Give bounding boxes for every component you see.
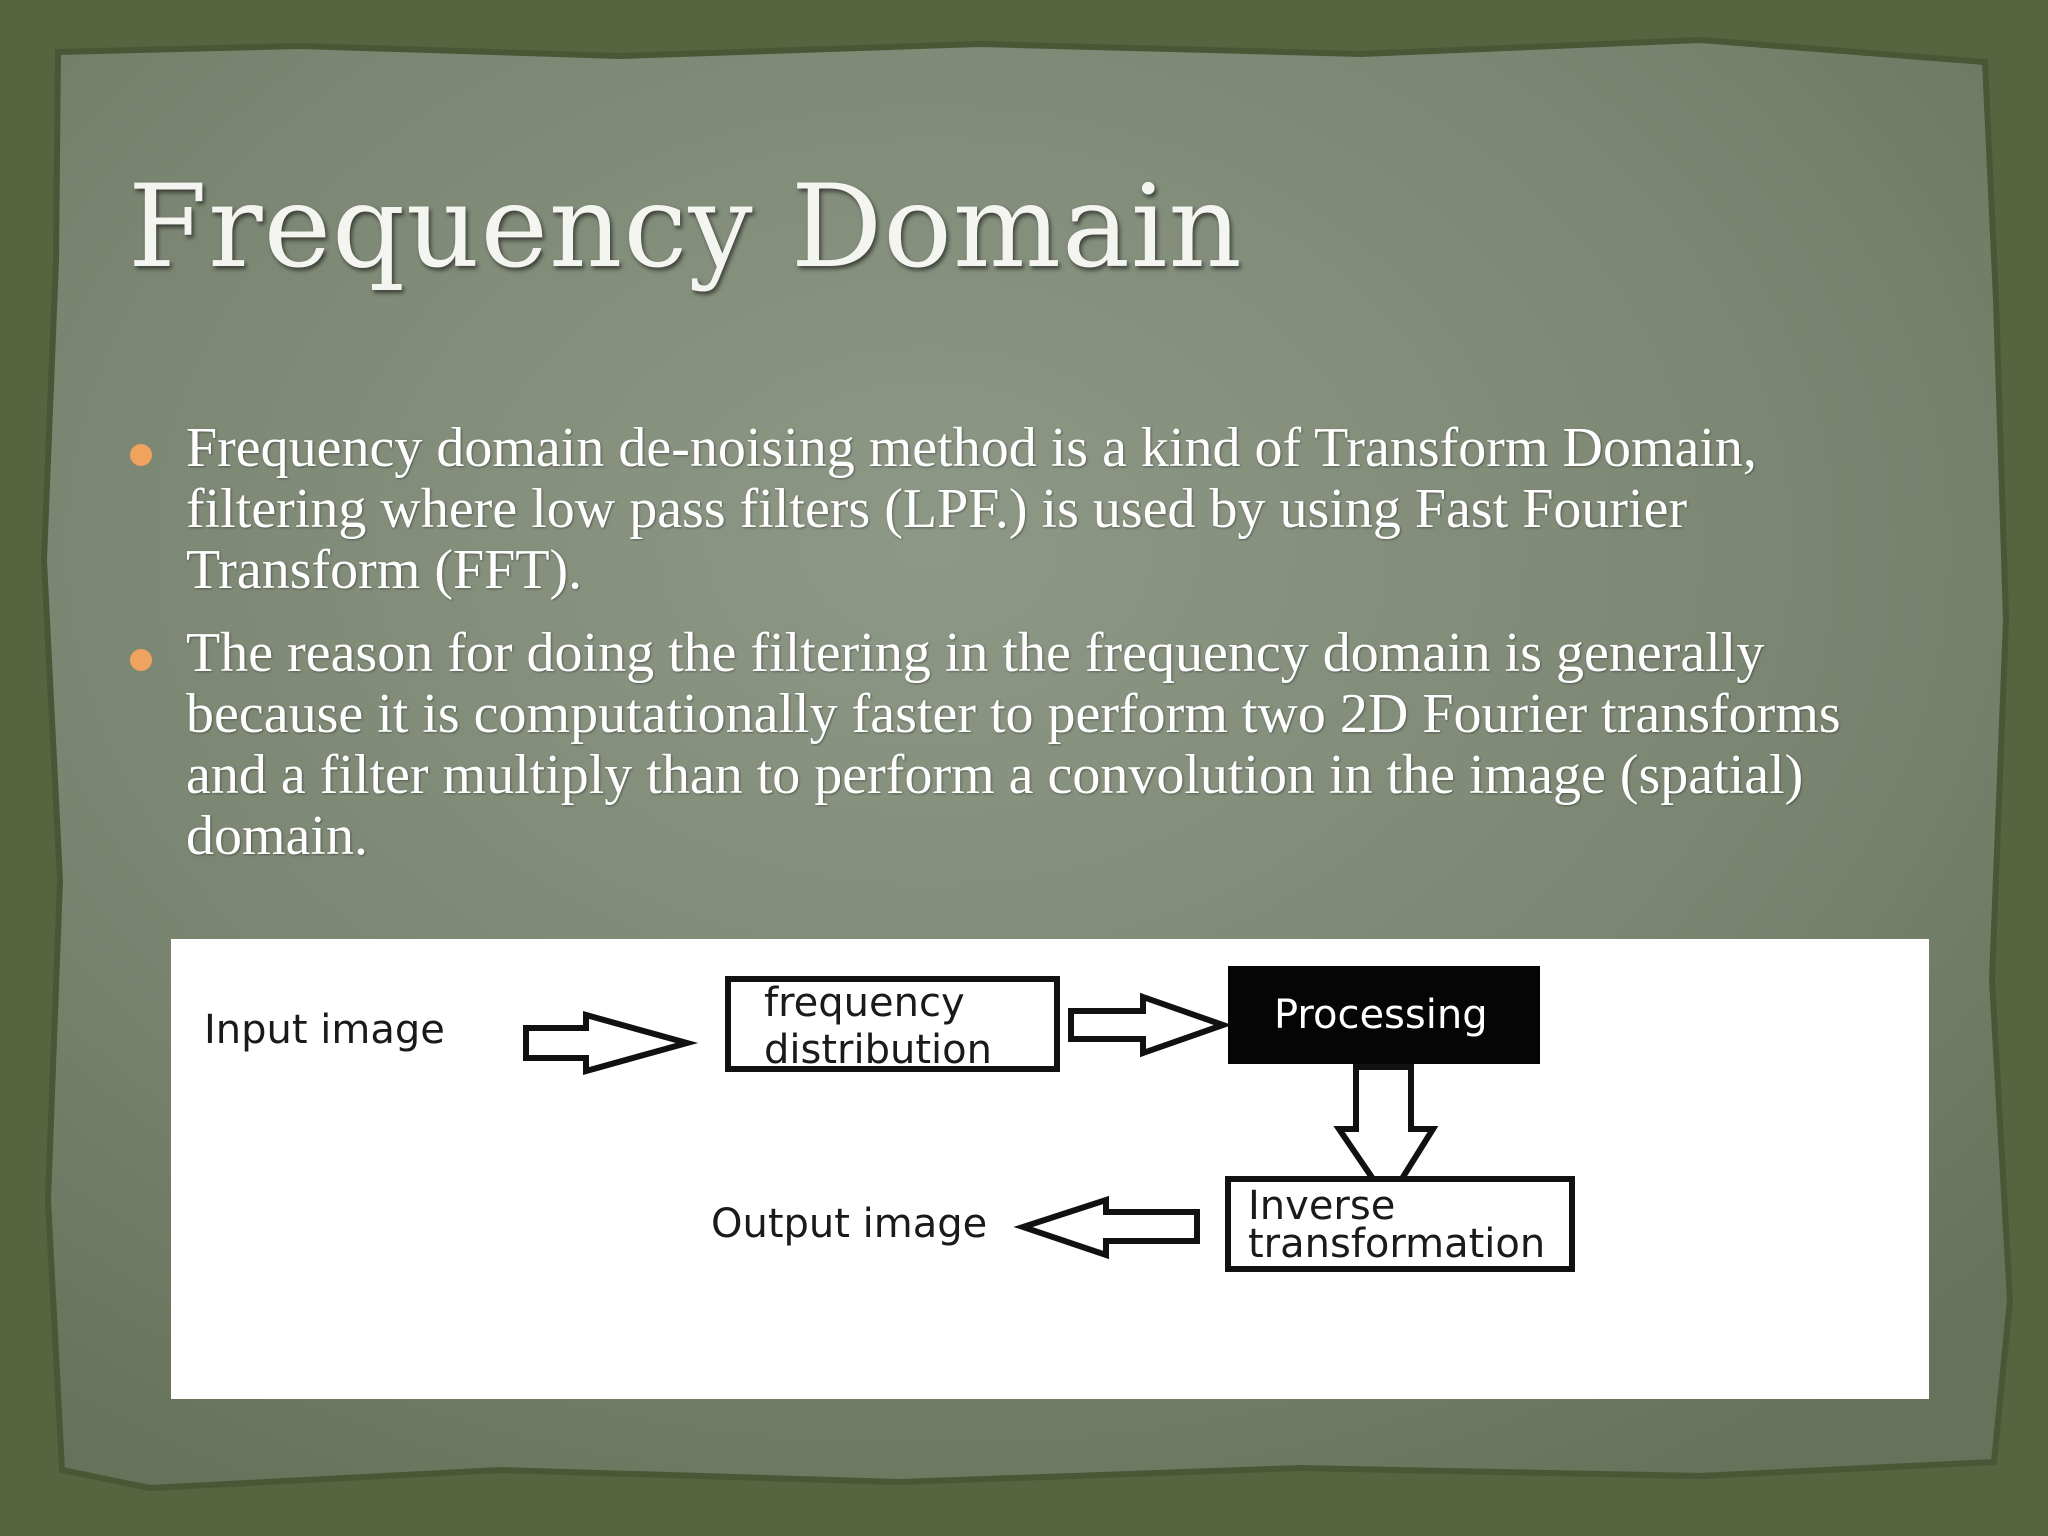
arrow-right-icon bbox=[523, 1011, 699, 1075]
inverse-transformation-line1: Inverse bbox=[1248, 1183, 1395, 1229]
bullet-dot-icon bbox=[130, 649, 152, 671]
inverse-transformation-line2: transformation bbox=[1248, 1221, 1545, 1267]
arrow-down-icon bbox=[1333, 1064, 1439, 1207]
bullet-item: Frequency domain de-noising method is a … bbox=[128, 418, 1928, 601]
bullet-dot-icon bbox=[130, 444, 152, 466]
bullet-list: Frequency domain de-noising method is a … bbox=[128, 418, 1928, 889]
bullet-item: The reason for doing the filtering in th… bbox=[128, 623, 1928, 867]
inverse-transformation-box bbox=[1225, 1176, 1575, 1272]
slide-title: Frequency Domain bbox=[128, 160, 1243, 293]
flow-diagram: Input image frequency distribution Proce… bbox=[171, 939, 1929, 1399]
arrow-left-icon bbox=[1013, 1195, 1200, 1260]
bullet-text: The reason for doing the filtering in th… bbox=[186, 622, 1841, 867]
arrow-right-icon bbox=[1068, 992, 1233, 1058]
processing-label: Processing bbox=[1274, 992, 1488, 1038]
frequency-distribution-line1: frequency bbox=[764, 980, 965, 1026]
processing-box bbox=[1228, 966, 1540, 1064]
output-image-label: Output image bbox=[711, 1201, 987, 1247]
input-image-label: Input image bbox=[204, 1007, 445, 1053]
frequency-distribution-line2: distribution bbox=[764, 1027, 992, 1073]
frequency-distribution-box bbox=[725, 976, 1060, 1072]
bullet-text: Frequency domain de-noising method is a … bbox=[186, 417, 1757, 601]
flow-diagram-svg: Input image frequency distribution Proce… bbox=[204, 966, 1575, 1272]
